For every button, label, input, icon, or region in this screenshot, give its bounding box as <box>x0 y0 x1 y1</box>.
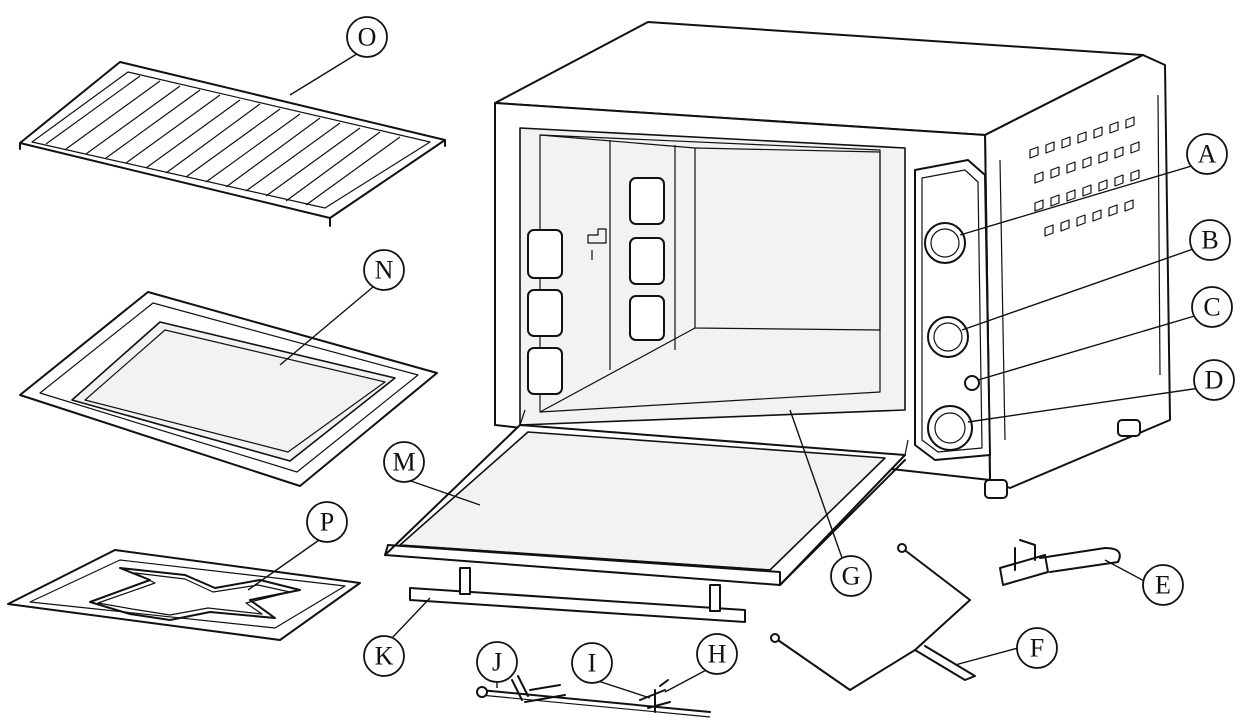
svg-text:D: D <box>1205 366 1224 395</box>
timer-knob <box>924 222 966 264</box>
svg-text:G: G <box>842 562 861 591</box>
label-G: G <box>830 555 872 597</box>
svg-text:P: P <box>320 508 334 537</box>
rotisserie-lifter-part <box>770 543 976 691</box>
svg-text:H: H <box>708 640 727 669</box>
label-K: K <box>363 635 405 677</box>
svg-text:E: E <box>1155 571 1171 600</box>
label-N: N <box>363 249 405 291</box>
rotisserie-spit-part <box>476 675 711 718</box>
baking-tray-part <box>19 291 438 487</box>
wire-rack-part <box>19 61 446 227</box>
svg-text:J: J <box>492 648 502 677</box>
label-E: E <box>1142 564 1184 606</box>
leader-lines <box>247 51 1201 699</box>
indicator-lamp <box>964 375 980 391</box>
svg-text:B: B <box>1201 226 1218 255</box>
label-H: H <box>696 633 738 675</box>
oven-door-part <box>384 409 909 586</box>
tray-handle-part <box>999 539 1121 586</box>
svg-text:C: C <box>1203 293 1220 322</box>
function-knob <box>927 316 969 358</box>
svg-text:M: M <box>392 448 415 477</box>
svg-text:K: K <box>375 642 394 671</box>
door-handle-part <box>409 567 746 623</box>
label-D: D <box>1193 359 1235 401</box>
label-B: B <box>1189 219 1231 261</box>
label-O: O <box>346 16 388 58</box>
label-J: J <box>476 641 518 683</box>
oven-body <box>494 21 1171 499</box>
label-I: I <box>571 642 613 684</box>
label-P: P <box>306 501 348 543</box>
label-A: A <box>1186 133 1228 175</box>
svg-text:A: A <box>1198 140 1217 169</box>
label-C: C <box>1191 286 1233 328</box>
svg-text:N: N <box>375 256 394 285</box>
svg-text:F: F <box>1030 634 1044 663</box>
label-F: F <box>1016 627 1058 669</box>
svg-text:I: I <box>588 649 597 678</box>
drip-pan-part <box>7 549 361 641</box>
temperature-knob <box>927 405 973 451</box>
label-M: M <box>383 441 425 483</box>
svg-text:O: O <box>358 23 377 52</box>
